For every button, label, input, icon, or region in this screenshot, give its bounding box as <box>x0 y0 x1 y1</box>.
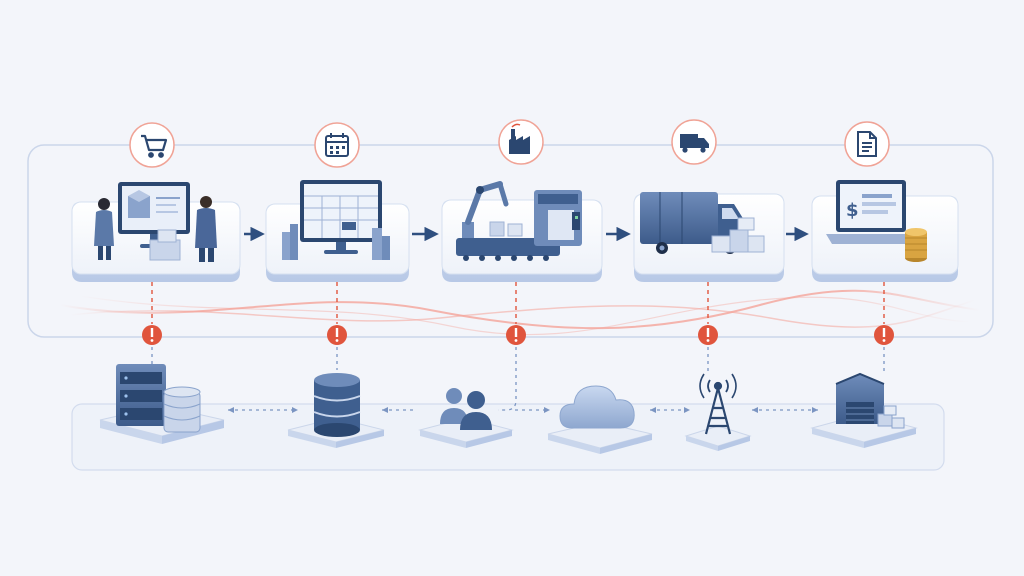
production-badge <box>498 119 544 165</box>
stage-shipping <box>633 119 785 282</box>
factory-icon <box>509 123 530 154</box>
stage-invoicing: $ <box>811 121 959 282</box>
stage-alert-connectors <box>151 282 885 324</box>
system-warehouse <box>810 372 918 448</box>
robot-arm-conveyor-icon <box>456 181 582 261</box>
stage-planning <box>265 122 410 282</box>
system-users <box>418 388 514 448</box>
shopping-cart-icon <box>141 134 168 158</box>
server-rack-icon <box>116 364 201 433</box>
exclamation-alert-icon <box>142 325 162 345</box>
document-icon <box>857 131 877 157</box>
invoicing-badge <box>844 121 890 167</box>
exclamation-alert-icon <box>506 325 526 345</box>
box-truck-icon <box>640 192 765 254</box>
schedule-monitor-icon <box>282 180 390 260</box>
exclamation-alert-icon <box>698 325 718 345</box>
database-icon <box>313 373 361 437</box>
svg-text:$: $ <box>846 200 859 221</box>
users-icon <box>440 388 492 430</box>
alert-system-connectors <box>151 347 885 411</box>
system-cell-tower <box>684 373 752 451</box>
disruption-wave <box>59 289 981 336</box>
system-server-rack <box>99 364 225 444</box>
exclamation-alert-icon <box>874 325 894 345</box>
cloud-icon <box>559 385 635 429</box>
laptop-invoice-icon: $ <box>826 180 927 262</box>
alert-markers <box>142 325 894 345</box>
stage-order <box>71 122 241 282</box>
planning-badge <box>314 122 360 168</box>
system-database <box>287 373 385 448</box>
antenna-tower-icon <box>699 373 737 435</box>
calendar-icon <box>325 133 349 157</box>
stage-production <box>441 119 603 282</box>
system-link-arrowheads <box>228 407 818 413</box>
order-badge <box>129 122 175 168</box>
system-cloud <box>547 385 653 454</box>
delivery-truck-icon <box>680 134 709 153</box>
warehouse-icon <box>835 372 905 429</box>
coin-stack <box>905 228 927 262</box>
people-at-monitor-icon <box>94 182 217 262</box>
exclamation-alert-icon <box>327 325 347 345</box>
shipping-badge <box>671 119 717 165</box>
